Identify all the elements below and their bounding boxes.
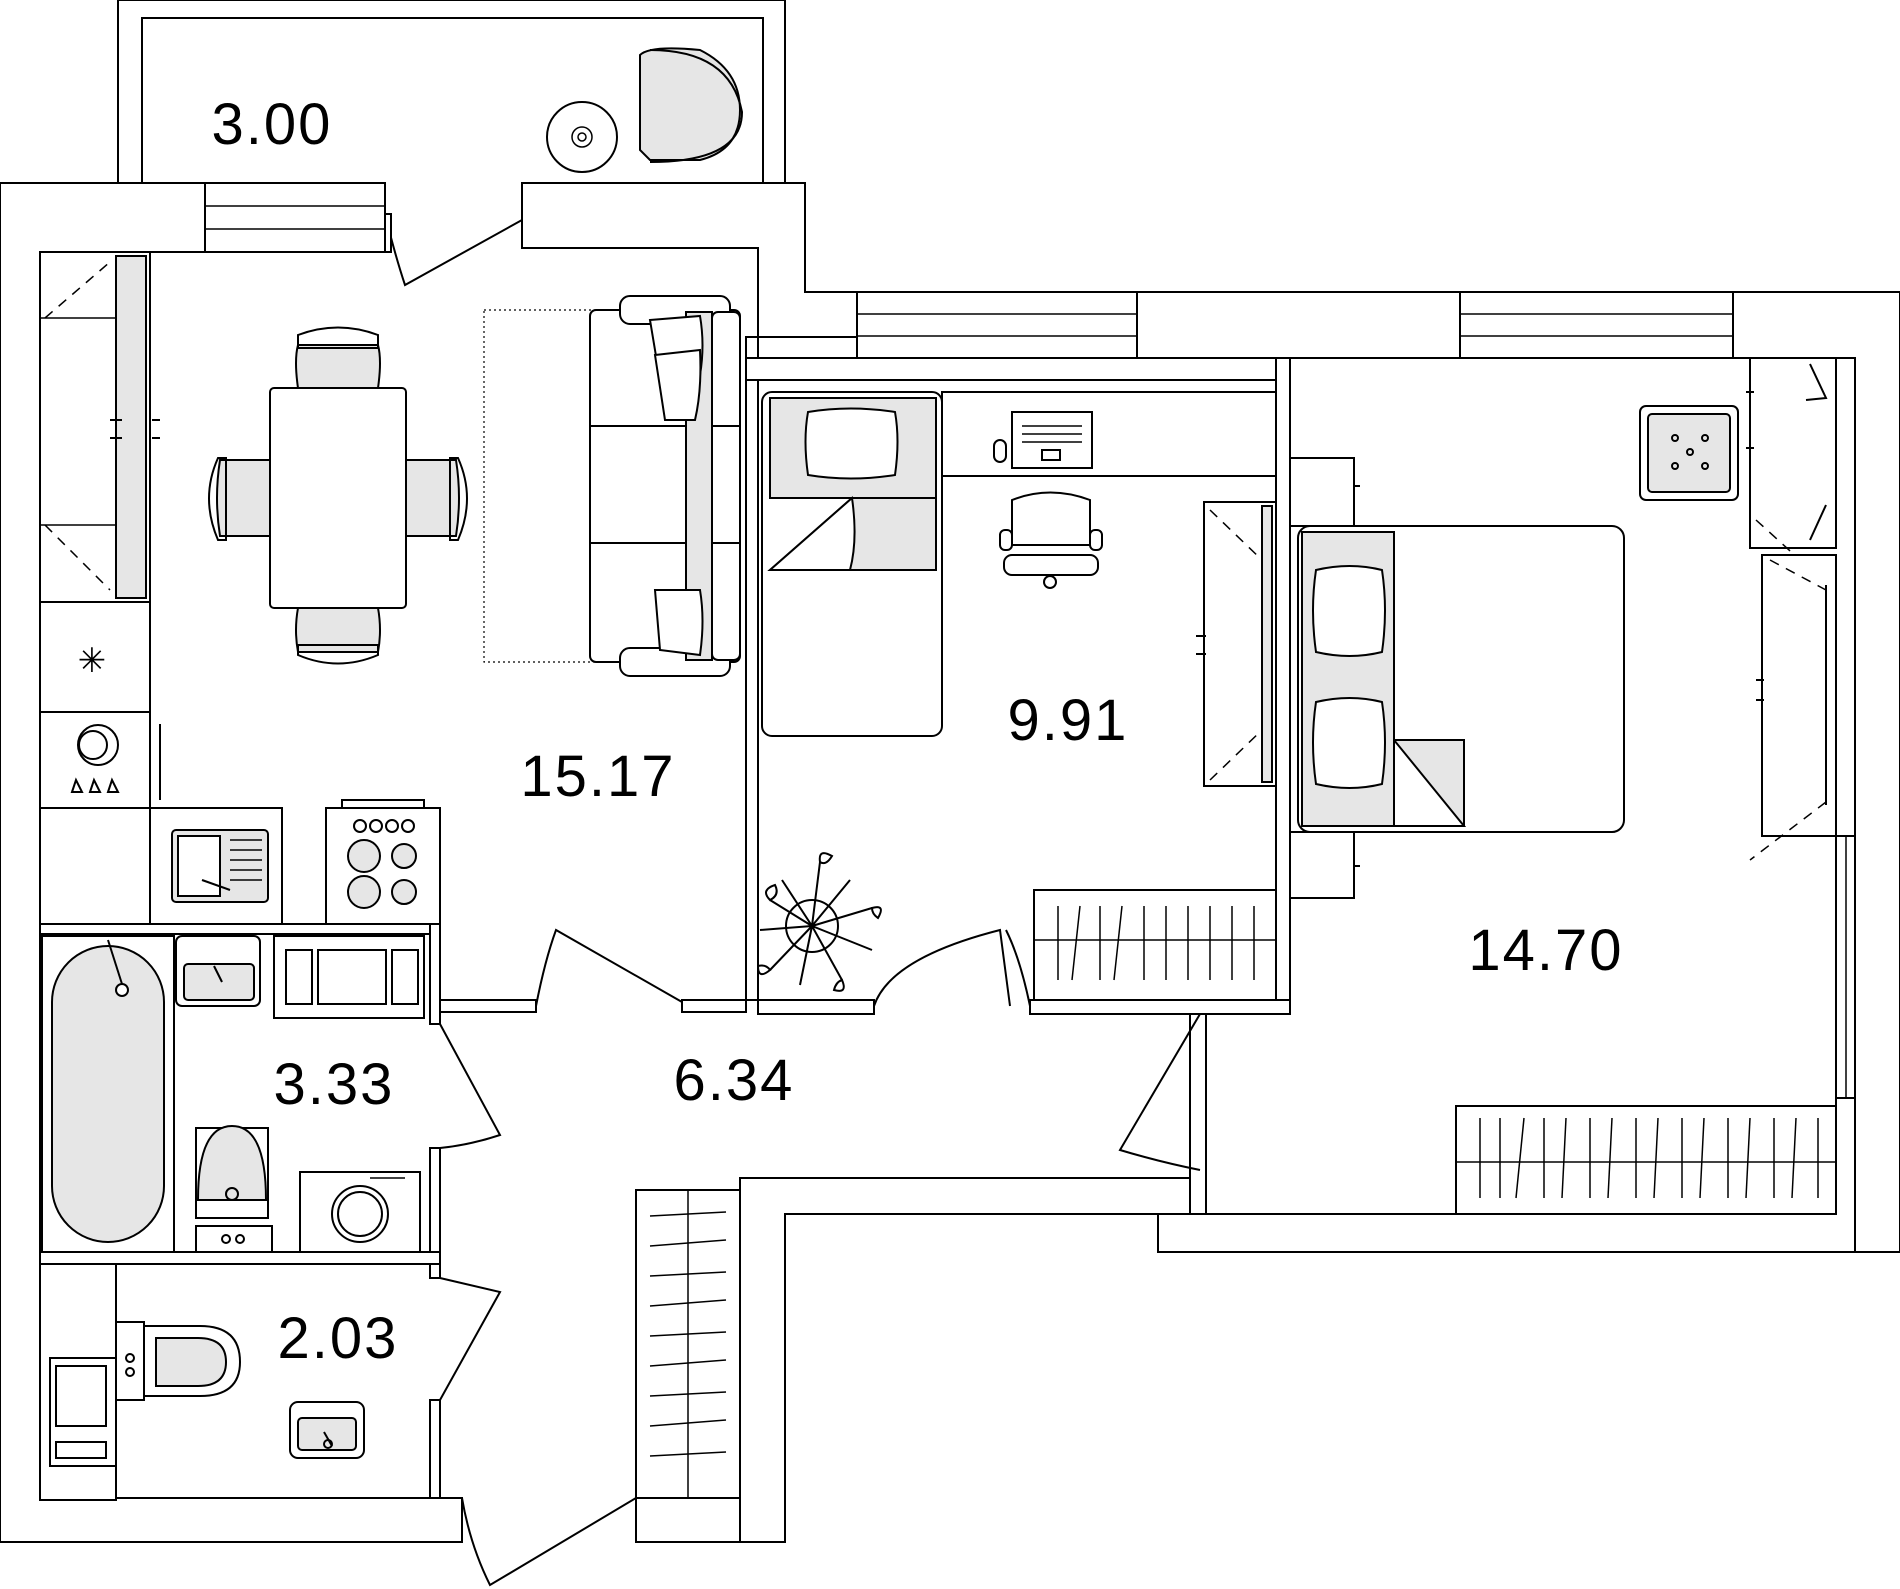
wall-pier-top [1136, 291, 1461, 359]
wardrobe-large-bottom-icon [1761, 554, 1837, 837]
bedroom-large-furniture [1289, 357, 1837, 1215]
window-living [204, 182, 386, 253]
area-labels: 3.00 15.17 9.91 14.70 6.34 3.33 2.03 [212, 92, 1623, 1371]
snowflake-icon: ✳ [78, 641, 107, 681]
chair-top-icon [295, 344, 381, 389]
wall-hall-bottom [739, 1177, 1201, 1543]
chair-right-icon [405, 459, 460, 537]
doors [439, 928, 1201, 1587]
wardrobe-bottom-icon [1033, 889, 1277, 1001]
balcony-frame [117, 0, 786, 184]
window-bedroom-small [856, 291, 1138, 359]
dining-table-icon [269, 387, 407, 609]
nightstand-icon-2 [1289, 831, 1355, 899]
round-table-icon [546, 101, 618, 173]
wall-top-middle [521, 182, 858, 1001]
dishwasher-icon [39, 711, 151, 809]
wc-furniture [49, 1321, 365, 1467]
counter-icon [39, 807, 151, 925]
area-label-balcony: 3.00 [212, 92, 333, 157]
window-bedroom-large [1459, 291, 1734, 359]
wall-bath-right-upper [429, 923, 441, 1025]
wall-bedroom-top [745, 357, 1287, 381]
wall-bath-top [39, 923, 441, 935]
armchair-icon [639, 47, 742, 161]
windows [204, 182, 1856, 1099]
bedroom-small-furniture [756, 391, 1277, 1001]
area-label-bedroom-small: 9.91 [1008, 688, 1129, 753]
wardrobe-large-top-icon [1749, 357, 1837, 549]
hallway-furniture [635, 1189, 741, 1499]
area-label-living: 15.17 [520, 744, 675, 809]
area-label-bedroom-large: 14.70 [1468, 918, 1623, 983]
stove-icon [325, 807, 441, 925]
living-furniture: ✳ [39, 251, 741, 925]
cushion-icon-3 [653, 589, 704, 657]
wall-large-left [1189, 1013, 1207, 1215]
pillow-icon-large-2 [1312, 697, 1386, 789]
office-chair-icon [1011, 491, 1091, 546]
wall-bedroom-bottom-right [1029, 999, 1291, 1015]
hanger-lines-large [1479, 1117, 1819, 1199]
desk-icon [941, 391, 1277, 477]
pillow-icon-large [1312, 565, 1386, 657]
wall-bath-bottom [39, 1251, 441, 1265]
area-label-bathroom: 3.33 [274, 1052, 395, 1117]
wardrobe-large-bottom-row-icon [1455, 1105, 1837, 1215]
area-label-hallway: 6.34 [674, 1048, 795, 1113]
wall-bath-right-lower [429, 1147, 441, 1279]
area-label-wc: 2.03 [278, 1306, 399, 1371]
plant-icon [756, 852, 882, 992]
mouse-icon [993, 439, 1007, 463]
cushion-icon-2 [653, 348, 702, 421]
balcony-furniture [546, 47, 744, 173]
nightstand-icon [1289, 457, 1355, 527]
wall-living-bottom [439, 999, 537, 1013]
wall-living-bottom-right [681, 999, 747, 1013]
wall-bedroom-bottom-left [757, 999, 875, 1015]
wall-wc-right [429, 1399, 441, 1499]
bathroom-furniture [41, 935, 425, 1253]
wall-between-bedrooms [1275, 357, 1291, 1015]
chair-left-icon [216, 459, 271, 537]
pillow-icon [804, 407, 899, 480]
hanger-lines [1057, 905, 1255, 981]
hall-hanger-lines [649, 1211, 727, 1457]
balcony-door [384, 213, 523, 287]
wall-entrance-right [635, 1497, 741, 1543]
